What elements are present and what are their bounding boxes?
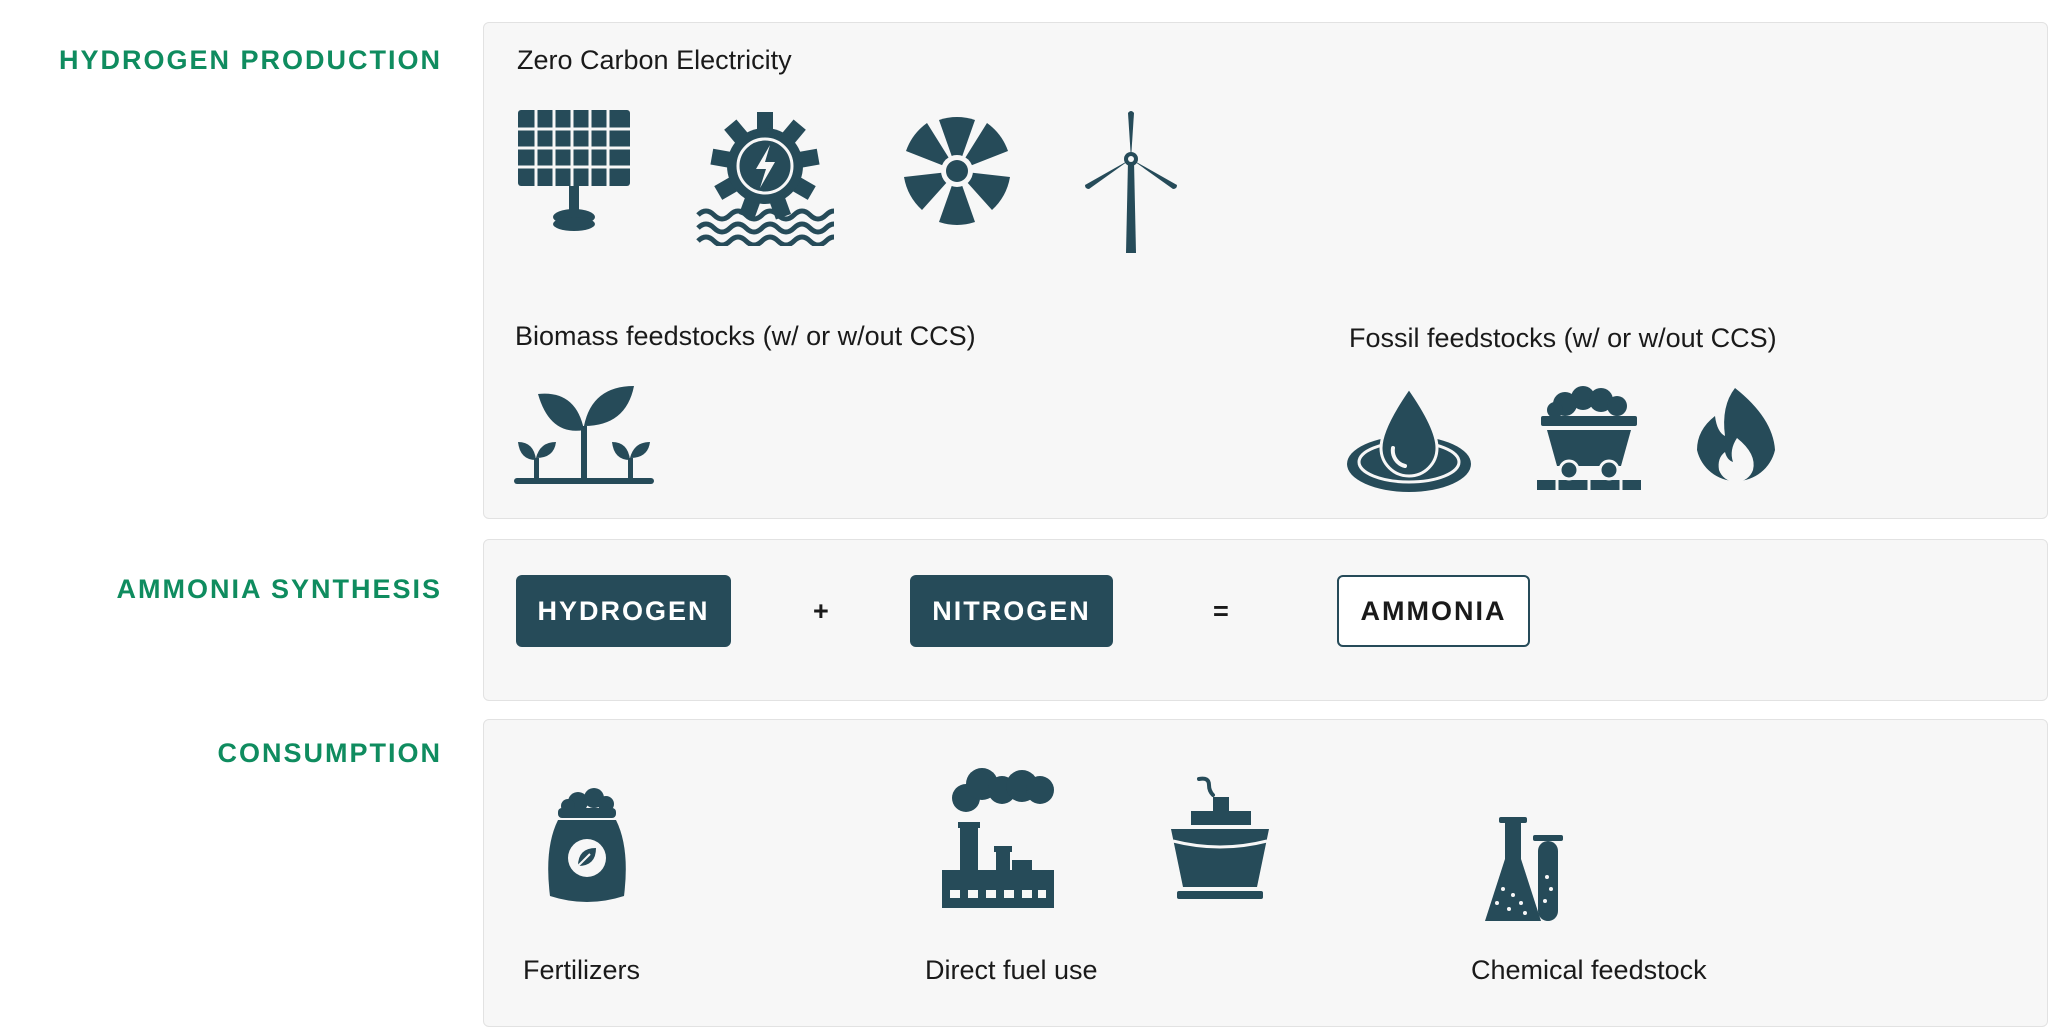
chemical-feedstock-label: Chemical feedstock [1471, 955, 1707, 985]
fertilizer-bag-icon [544, 788, 630, 906]
fertilizers-label: Fertilizers [523, 955, 641, 985]
coal-cart-icon [1537, 386, 1641, 492]
section-label-production: HYDROGEN PRODUCTION [58, 45, 442, 75]
production-panel: Zero Carbon Electricity [483, 22, 2048, 519]
section-label-consumption: CONSUMPTION [217, 738, 442, 768]
sprouts-icon [514, 386, 654, 486]
consumption-panel: Fertilizers Direct fuel use Chemical fee… [483, 719, 2048, 1027]
ship-icon [1169, 775, 1271, 905]
ammonia-box: AMMONIA [1337, 575, 1530, 647]
hydrogen-box: HYDROGEN [516, 575, 731, 647]
direct-fuel-label: Direct fuel use [925, 955, 1098, 985]
lab-flask-icon [1485, 817, 1567, 925]
nuclear-icon [897, 111, 1017, 231]
oil-drop-icon [1347, 386, 1471, 494]
nitrogen-box: NITROGEN [910, 575, 1113, 647]
hydro-turbine-icon [696, 111, 834, 246]
zero-carbon-title: Zero Carbon Electricity [517, 45, 792, 75]
gas-flame-icon [1695, 386, 1777, 490]
wind-turbine-icon [1081, 111, 1181, 253]
biomass-title: Biomass feedstocks (w/ or w/out CCS) [515, 321, 976, 351]
solar-panel-icon [514, 108, 634, 233]
plus-sign: + [813, 596, 829, 626]
equals-sign: = [1213, 596, 1229, 626]
section-label-synthesis: AMMONIA SYNTHESIS [116, 574, 442, 604]
factory-icon [938, 768, 1054, 908]
fossil-title: Fossil feedstocks (w/ or w/out CCS) [1349, 323, 1777, 353]
synthesis-panel: HYDROGEN + NITROGEN = AMMONIA [483, 539, 2048, 701]
